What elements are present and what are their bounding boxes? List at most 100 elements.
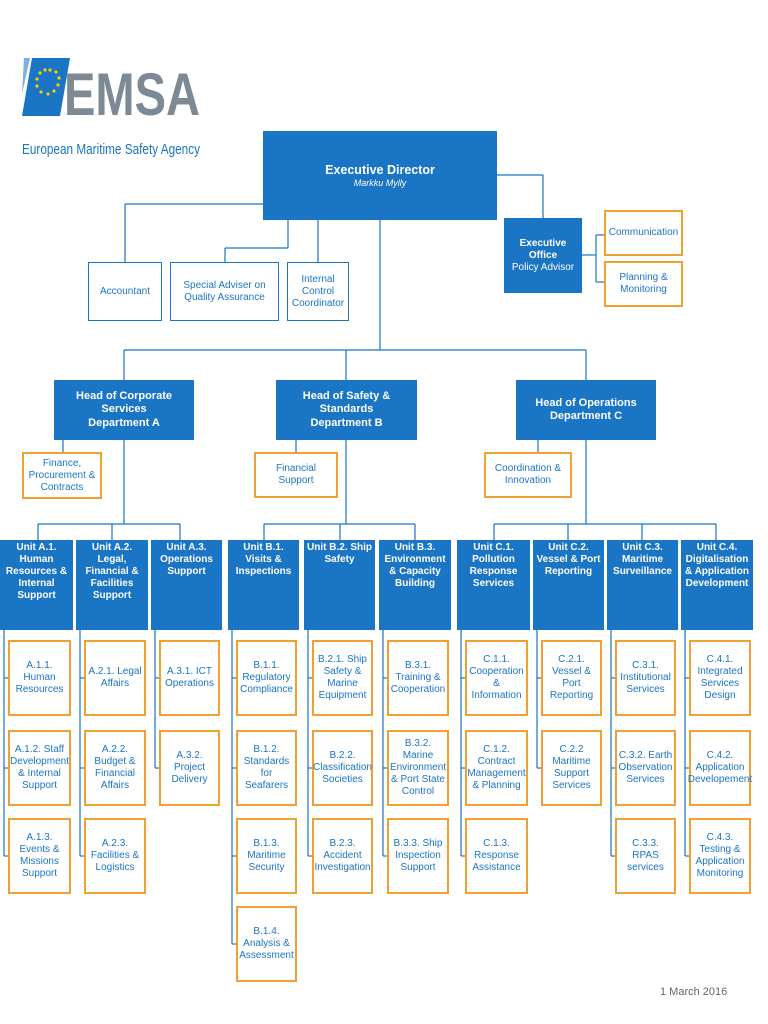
section-label: B.3.3. Ship Inspection Support [393, 838, 443, 873]
unit-box: Unit A.2. Legal, Financial & Facilities … [76, 540, 148, 630]
section-label: C.3.1. Institutional Services [620, 660, 671, 695]
section-box: C.3.2. Earth Observation Services [615, 730, 676, 806]
section-label: C.2.1. Vessel & Port Reporting [549, 654, 594, 701]
section-box: C.3.1. Institutional Services [615, 640, 676, 716]
section-box: B.3.1. Training & Cooperation [387, 640, 449, 716]
section-box: B.1.4. Analysis & Assessment [236, 906, 297, 982]
executive-name: Markku Mylly [353, 177, 407, 188]
section-label: C.3.3. RPAS services [627, 838, 664, 873]
section-box: B.1.1. Regulatory Compliance [236, 640, 297, 716]
department-b-box: Head of Safety & Standards Department B [276, 380, 417, 440]
section-label: B.1.1. Regulatory Compliance [240, 660, 293, 695]
unit-box: Unit B.3. Environment & Capacity Buildin… [379, 540, 451, 630]
section-label: B.3.2. Marine Environment & Port State C… [389, 738, 447, 797]
unit-title: Unit C.4. Digitalisation & Application D… [684, 542, 750, 589]
planning-monitoring-box: Planning & Monitoring [604, 261, 683, 307]
section-box: B.2.2. Classification Societies [312, 730, 373, 806]
department-a-title: Head of Corporate Services [76, 390, 172, 416]
accountant-box: Accountant [88, 262, 162, 321]
section-label: A.3.2. Project Delivery [171, 750, 208, 785]
coordination-innovation-box: Coordination & Innovation [484, 452, 572, 498]
section-label: C.4.2. Application Developement [687, 750, 753, 785]
section-box: B.2.3. Accident Investigation [312, 818, 373, 894]
department-c-box: Head of Operations Department C [516, 380, 656, 440]
section-label: A.2.2. Budget & Financial Affairs [94, 744, 136, 791]
section-label: A.1.3. Events & Missions Support [19, 832, 60, 879]
section-box: C.1.1. Cooperation & Information [465, 640, 528, 716]
unit-title: Unit A.1. Human Resources & Internal Sup… [5, 542, 68, 601]
section-box: A.1.2. Staff Development & Internal Supp… [8, 730, 71, 806]
section-box: C.3.3. RPAS services [615, 818, 676, 894]
department-c-title: Head of Operations [535, 396, 637, 409]
unit-box: Unit A.1. Human Resources & Internal Sup… [0, 540, 73, 630]
section-box: A.3.1. ICT Operations [159, 640, 220, 716]
section-label: C.1.1. Cooperation & Information [469, 654, 524, 701]
section-label: C.4.3. Testing & Application Monitoring [695, 832, 745, 879]
section-label: C.3.2. Earth Observation Services [618, 750, 673, 785]
agency-name: European Maritime Safety Agency [22, 142, 201, 158]
unit-box: Unit C.4. Digitalisation & Application D… [681, 540, 753, 630]
emsa-logo: EMSA European Maritime Safety Agency [22, 56, 202, 166]
unit-title: Unit B.3. Environment & Capacity Buildin… [384, 542, 446, 589]
planning-monitoring-label: Planning & Monitoring [619, 272, 668, 295]
section-label: C.1.2. Contract Management & Planning [467, 744, 526, 791]
department-a-sub: Department A [88, 416, 160, 429]
finance-procurement-label: Finance, Procurement & Contracts [28, 457, 96, 493]
communication-label: Communication [608, 227, 679, 238]
department-a-box: Head of Corporate Services Department A [54, 380, 194, 440]
eu-flag-icon: EMSA European Maritime Safety Agency [22, 58, 201, 158]
section-box: C.4.3. Testing & Application Monitoring [689, 818, 751, 894]
section-box: B.1.3. Maritime Security [236, 818, 297, 894]
unit-title: Unit C.2. Vessel & Port Reporting [536, 542, 601, 577]
communication-box: Communication [604, 210, 683, 256]
section-box: C.4.2. Application Developement [687, 730, 753, 806]
internal-control-label: Internal Control Coordinator [291, 273, 345, 309]
section-box: A.2.3. Facilities & Logistics [84, 818, 146, 894]
section-label: C.1.3. Response Assistance [472, 838, 521, 873]
executive-office-subtitle: Policy Advisor [511, 261, 575, 273]
unit-box: Unit A.3. Operations Support [151, 540, 222, 630]
unit-box: Unit C.1. Pollution Response Services [457, 540, 530, 630]
department-c-sub: Department C [549, 410, 623, 422]
section-box: B.3.2. Marine Environment & Port State C… [387, 730, 449, 806]
financial-support-label: Financial Support [275, 463, 317, 486]
unit-title: Unit B.2. Ship Safety [307, 542, 372, 565]
section-label: B.2.3. Accident Investigation [314, 838, 371, 873]
unit-title: Unit C.3. Maritime Surveillance [613, 542, 672, 577]
quality-adviser-box: Special Adviser on Quality Assurance [170, 262, 279, 321]
section-box: C.2.1. Vessel & Port Reporting [541, 640, 602, 716]
section-label: B.1.3. Maritime Security [247, 838, 286, 873]
section-box: B.1.2. Standards for Seafarers [236, 730, 297, 806]
section-label: B.3.1. Training & Cooperation [390, 660, 446, 695]
unit-title: Unit A.2. Legal, Financial & Facilities … [85, 542, 139, 601]
section-box: C.4.1. Integrated Services Design [689, 640, 751, 716]
section-box: A.1.1. Human Resources [8, 640, 71, 716]
department-b-title: Head of Safety & Standards [302, 390, 391, 416]
section-label: B.1.2. Standards for Seafarers [243, 744, 290, 791]
section-box: C.1.3. Response Assistance [465, 818, 528, 894]
executive-office-title: Executive Office [519, 237, 567, 261]
section-label: C.4.1. Integrated Services Design [697, 654, 743, 701]
section-label: B.1.4. Analysis & Assessment [239, 926, 294, 961]
section-label: B.2.2. Classification Societies [313, 750, 372, 785]
section-box: A.2.1. Legal Affairs [84, 640, 146, 716]
section-box: A.2.2. Budget & Financial Affairs [84, 730, 146, 806]
unit-box: Unit B.2. Ship Safety [304, 540, 375, 630]
section-label: A.1.1. Human Resources [15, 660, 64, 695]
department-b-sub: Department B [310, 416, 383, 429]
section-box: A.3.2. Project Delivery [159, 730, 220, 806]
section-box: C.2.2 Maritime Support Services [541, 730, 602, 806]
section-label: A.2.1. Legal Affairs [88, 666, 142, 689]
unit-box: Unit C.2. Vessel & Port Reporting [533, 540, 604, 630]
unit-box: Unit B.1. Visits & Inspections [228, 540, 299, 630]
executive-office-box: Executive Office Policy Advisor [504, 218, 582, 293]
unit-title: Unit A.3. Operations Support [160, 542, 213, 577]
accountant-label: Accountant [99, 285, 151, 297]
section-label: B.2.1. Ship Safety & Marine Equipment [318, 654, 367, 701]
section-box: C.1.2. Contract Management & Planning [465, 730, 528, 806]
financial-support-box: Financial Support [254, 452, 338, 498]
executive-director-box: Executive Director Markku Mylly [263, 131, 497, 220]
logo-wordmark: EMSA [64, 61, 200, 128]
section-box: B.2.1. Ship Safety & Marine Equipment [312, 640, 373, 716]
